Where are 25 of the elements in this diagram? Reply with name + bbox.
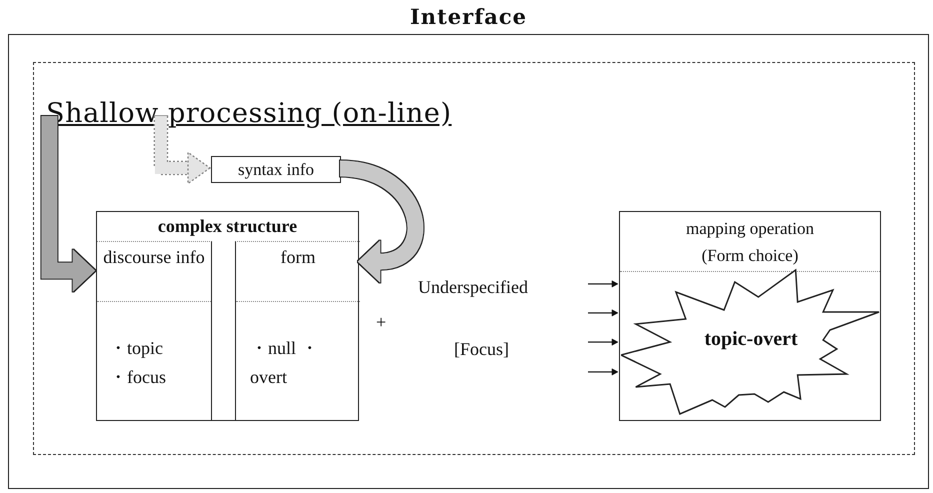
text-label: [Focus] [454, 339, 509, 360]
burst-label: topic-overt [703, 328, 799, 351]
column-heading: form [236, 242, 360, 302]
table-column [97, 241, 212, 421]
arrow [588, 338, 618, 346]
table-heading: complex structure [156, 215, 298, 238]
block-arrow [41, 116, 96, 292]
text-label: Underspecified [418, 277, 528, 298]
text-label: + [376, 312, 386, 333]
table-column [235, 241, 360, 421]
column-heading: discourse info [97, 242, 211, 302]
block-arrow [339, 160, 424, 283]
processing-region [33, 62, 915, 455]
bullet-list: ・topic ・focus [109, 334, 181, 392]
block-arrow [154, 115, 212, 185]
structure-table [96, 211, 359, 421]
panel-title: Interface [408, 4, 528, 29]
arrow [588, 368, 618, 376]
mapping-box [619, 211, 881, 421]
arrow [588, 309, 618, 316]
process-box: syntax info [211, 156, 341, 183]
section-heading: Shallow processing (on-line) [46, 98, 453, 129]
bullet-list: ・null ・overt [250, 334, 322, 392]
arrow [588, 280, 618, 288]
box-heading: mapping operation (Form choice) [620, 212, 880, 272]
